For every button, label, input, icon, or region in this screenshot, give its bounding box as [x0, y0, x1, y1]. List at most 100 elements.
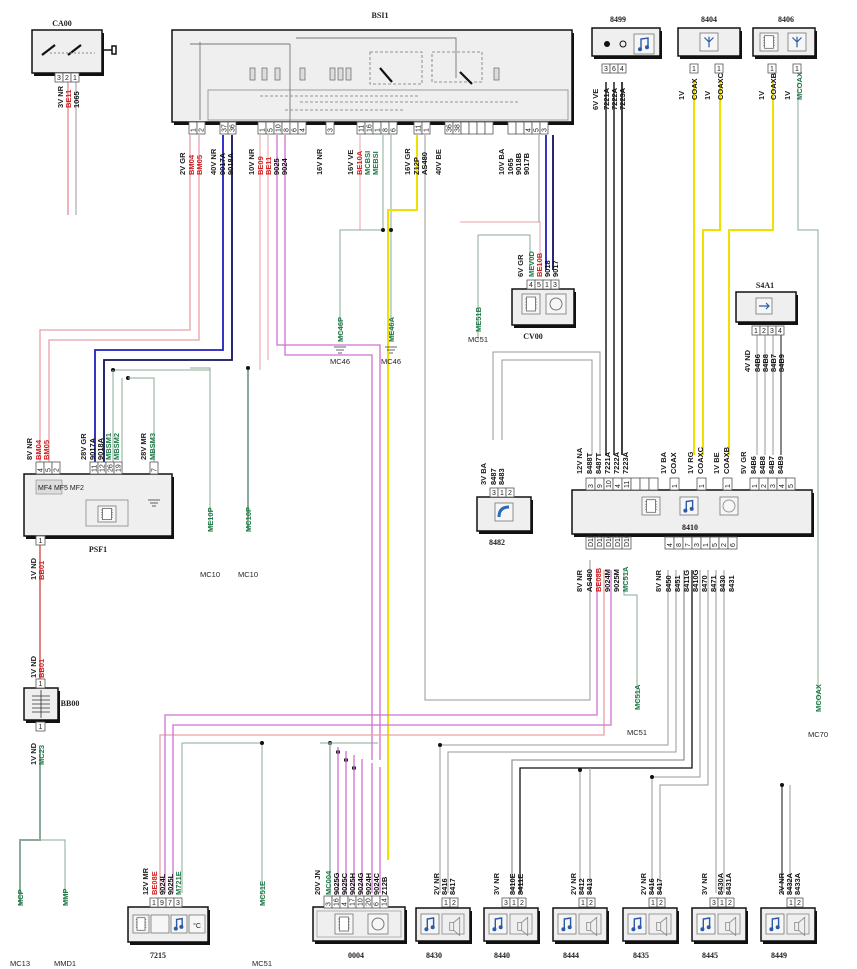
- connector-label: 1V ND: [29, 557, 38, 580]
- pin-number: 2: [199, 128, 206, 132]
- wire-9017A: [94, 135, 224, 470]
- speaker-glyph: [794, 916, 806, 937]
- wire-code-COAXB: COAXB: [722, 446, 731, 474]
- pin-number: 11: [359, 125, 366, 132]
- wire-code-MC51E: MC51E: [258, 881, 267, 906]
- s0004-title: 0004: [348, 951, 364, 960]
- connector-label: 4V ND: [743, 349, 752, 372]
- pin-number: D16: [624, 534, 631, 547]
- s8440-body: [483, 907, 539, 942]
- wire-code-BE09: BE09: [256, 156, 265, 175]
- wire-code-8416: 8416: [440, 878, 449, 895]
- wire-BM05: [48, 135, 200, 470]
- music-note-icon-glyph: [561, 917, 572, 932]
- connector-label: 3V NR: [492, 872, 501, 895]
- pin-number: 8: [676, 543, 683, 547]
- pin-number: 11: [92, 465, 99, 472]
- pin-number: 4: [526, 128, 533, 132]
- s8410-pin-empty: [639, 477, 650, 491]
- pin-number: 1: [692, 66, 696, 73]
- chip-icon-chip: [764, 35, 774, 49]
- s8410-pin-1: [722, 477, 733, 491]
- s4a1-title: S4A1: [756, 281, 774, 290]
- wire-code-8487: 8487: [489, 468, 498, 485]
- s8482-title: 8482: [489, 538, 505, 547]
- chip-icon-chip: [526, 296, 536, 312]
- music-note-icon: [170, 914, 188, 934]
- bb00-top-pin-1: [35, 678, 46, 689]
- fuse-7: [493, 67, 500, 81]
- pin-number: 37: [222, 124, 229, 132]
- connector-label: 3V BA: [479, 462, 488, 485]
- music-note-icon-glyph: [631, 917, 642, 932]
- pin-number: 2: [65, 75, 69, 82]
- pin-number: 3: [770, 484, 777, 488]
- connector-label: 20V JN: [313, 870, 322, 895]
- connector-label: 16V NR: [315, 148, 324, 175]
- s8410-pin-1: [696, 477, 707, 491]
- pin-number: 1: [545, 282, 549, 289]
- music-note-stem: [633, 917, 642, 929]
- pin-number: 2: [508, 490, 512, 497]
- bsi1-body: [171, 29, 573, 123]
- connector-label: 2V NR: [639, 872, 648, 895]
- s8410-pin-D16: [621, 536, 632, 550]
- bsi1-relay-r7: [369, 51, 423, 85]
- pin-number: 14: [382, 898, 389, 906]
- fuse-6: [345, 67, 352, 81]
- cd-glyph: [722, 499, 736, 513]
- fuse-3: [299, 67, 306, 81]
- pin-number: 38: [455, 124, 462, 132]
- music-note-head: [567, 925, 572, 930]
- wire-code-BE08B: BE08B: [594, 567, 603, 592]
- wire-8471: [659, 570, 709, 893]
- s8444-title: 8444: [563, 951, 579, 960]
- wire-code-BM04: BM04: [34, 439, 43, 460]
- pin-number: 2: [762, 328, 766, 335]
- wire-code-MC10P: MC10P: [244, 507, 253, 532]
- music-note-icon-glyph: [424, 917, 435, 932]
- wire-code-BB01: BB01: [37, 659, 46, 678]
- pin-number: 4: [779, 484, 786, 488]
- wires-layer: [19, 82, 819, 905]
- bb00-bottom-pin-1: [35, 721, 46, 732]
- wire-code-8413: 8413: [585, 878, 594, 895]
- wire-code-8451: 8451: [673, 575, 682, 592]
- pin-number: 20: [366, 898, 373, 906]
- s8499-jack: [619, 40, 627, 48]
- pin-number: 5: [46, 468, 53, 472]
- pin-number: 1: [581, 900, 585, 907]
- temperature-icon: [188, 914, 206, 934]
- wire-code-8471: 8471: [709, 575, 718, 592]
- music-note-icon: [557, 913, 577, 935]
- pin-number: 16: [367, 124, 374, 132]
- wire-code-Z12P: Z12P: [412, 157, 421, 175]
- wire-code-84B8: 84B8: [758, 456, 767, 474]
- s8435-title: 8435: [633, 951, 649, 960]
- pin-number: 1: [770, 66, 774, 73]
- wire-code-84B6: 84B6: [749, 456, 758, 474]
- pin-number: 1: [39, 681, 43, 688]
- connector-label: 6V VE: [591, 89, 600, 110]
- fuse-5: [337, 67, 344, 81]
- bb00-cells: [32, 690, 50, 718]
- s8499-title: 8499: [610, 15, 626, 24]
- wire-code-MBSM3: MBSM3: [148, 433, 157, 460]
- wire-8410G: [519, 570, 693, 893]
- music-note-icon: [633, 33, 655, 55]
- wire-code-9024: 9024: [280, 157, 289, 175]
- chip-icon-chip: [102, 507, 112, 520]
- junction-dot: [389, 228, 393, 232]
- wire-code-1065: 1065: [506, 158, 515, 175]
- pin-number: 2: [54, 468, 61, 472]
- bsi1-pin-4: [297, 121, 307, 135]
- bsi1-pin-36: [227, 121, 237, 135]
- ground-label: MC70: [808, 730, 828, 739]
- s4a1-pin-4: [775, 325, 785, 336]
- pin-number: 8: [284, 128, 291, 132]
- pin-number: 1: [703, 543, 710, 547]
- connector-label: 5V GR: [739, 451, 748, 474]
- wire-code-9024M: 9024M: [603, 569, 612, 592]
- music-note-head: [492, 927, 497, 932]
- wire-MCBSI: [339, 135, 384, 340]
